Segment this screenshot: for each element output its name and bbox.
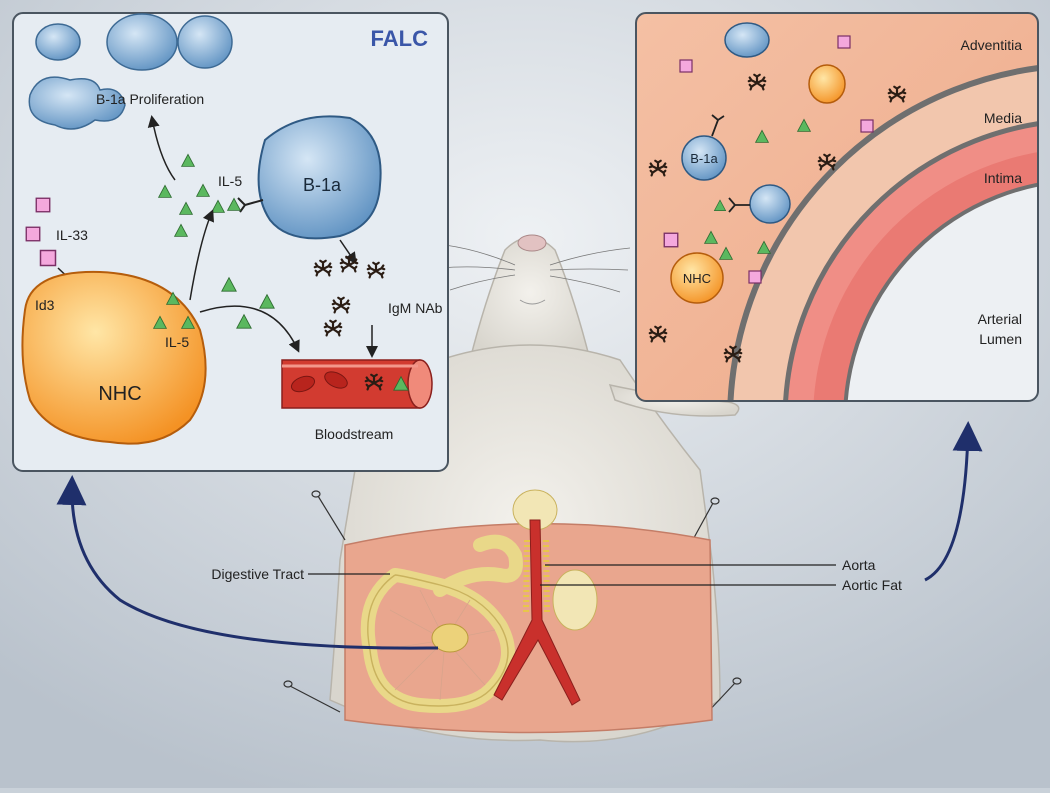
aortic-fat-label: Aortic Fat: [842, 577, 902, 593]
bloodstream-vessel: [281, 359, 433, 409]
nhc-cell-labeled: [670, 252, 724, 304]
b1a-cell: [257, 115, 382, 240]
il5-receptor: [237, 197, 264, 213]
il33-particle: [35, 197, 51, 213]
whiskers: [439, 244, 631, 293]
falc-panel: FALC B-1a Proliferation B-1a IL-5: [12, 12, 449, 472]
nhc-cell-small: [808, 64, 846, 104]
arrow-to-falc: [56, 475, 429, 650]
nhc-cell-label: NHC: [98, 383, 141, 405]
il33-bound: [39, 249, 57, 267]
aorta-label: Aorta: [842, 557, 876, 573]
adventitia-label: Adventitia: [961, 37, 1023, 53]
intima-label: Intima: [984, 170, 1022, 186]
bloodstream-label: Bloodstream: [315, 426, 394, 442]
b1a-cell-label: B-1a: [303, 175, 342, 195]
b1a-small-label: B-1a: [690, 151, 718, 166]
arrow-to-artery: [924, 421, 983, 582]
arterial-lumen-label-line2: Lumen: [979, 331, 1022, 347]
digestive-tract-label: Digestive Tract: [211, 566, 304, 582]
artery-panel-frame: [635, 12, 1039, 402]
b1a-cell-labeled: [681, 135, 727, 181]
arterial-lumen: [843, 178, 1038, 401]
aorta: [493, 519, 581, 706]
arterial-lumen-label-line1: Arterial: [978, 311, 1022, 327]
il5-bottom-label: IL-5: [165, 334, 189, 350]
mesenteric-fat: [431, 623, 469, 653]
media-label: Media: [984, 110, 1022, 126]
b1a-proliferation-label: B-1a Proliferation: [96, 91, 204, 107]
callouts: Digestive Tract Aorta Aortic Fat: [211, 557, 902, 593]
il33-particle: [25, 226, 41, 242]
igm-nab-label: IgM NAb: [388, 300, 443, 316]
artery-panel: Adventitia Media Intima Arterial Lumen B…: [635, 12, 1039, 402]
proliferating-b1a-cells: [28, 13, 233, 130]
falc-title: FALC: [371, 26, 429, 51]
il5-top-label: IL-5: [218, 173, 242, 189]
id3-label: Id3: [35, 297, 55, 313]
digestive-tract-outline: [367, 574, 509, 707]
il33-label: IL-33: [56, 227, 88, 243]
nhc-cell: [21, 270, 207, 445]
nhc-small-label: NHC: [683, 271, 711, 286]
b1a-cell-small: [724, 22, 770, 58]
b1a-cell-small: [749, 184, 791, 224]
